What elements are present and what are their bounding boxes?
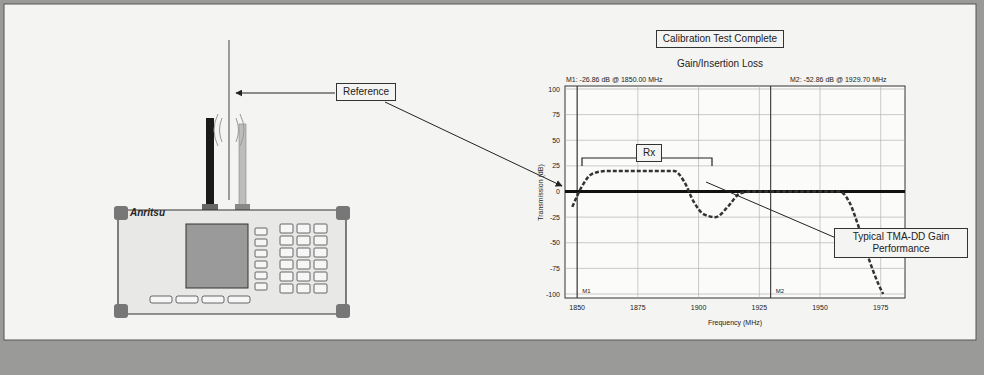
- callout-box: Reference: [336, 83, 396, 101]
- axis-label: -25: [550, 214, 560, 221]
- axis-label: M2: [776, 288, 784, 294]
- brand-logo: Anritsu: [130, 208, 165, 218]
- axis-label: 50: [552, 137, 560, 144]
- axis-label: Transmission (dB): [537, 164, 544, 221]
- leader-line: [236, 93, 335, 94]
- axis-label: 1925: [751, 304, 767, 311]
- axis-label: 1975: [873, 304, 889, 311]
- axis-label: -100: [546, 291, 560, 298]
- axis-label: 1900: [691, 304, 707, 311]
- axis-label: M1: [582, 288, 590, 294]
- axis-label: -75: [550, 265, 560, 272]
- chart-text: Gain/Insertion Loss: [677, 59, 763, 69]
- callout-box: Rx: [636, 144, 662, 162]
- axis-label: 1850: [569, 304, 585, 311]
- axis-label: 1875: [630, 304, 646, 311]
- chart-text: M2: -52.86 dB @ 1929.70 MHz: [790, 76, 887, 83]
- box-text: Calibration Test Complete: [663, 33, 777, 45]
- leader-line: [385, 102, 562, 186]
- box-text: Rx: [643, 147, 655, 159]
- axis-label: 0: [556, 188, 560, 195]
- callout-box: Typical TMA-DD Gain Performance: [834, 228, 968, 258]
- leader-line: [706, 182, 836, 238]
- axis-label: -50: [550, 239, 560, 246]
- box-text: Reference: [343, 86, 389, 98]
- instrument: [114, 206, 350, 318]
- box-text: Typical TMA-DD Gain Performance: [841, 231, 961, 255]
- title-box: Calibration Test Complete: [656, 30, 784, 48]
- chart: [565, 86, 905, 298]
- axis-label: 100: [548, 86, 560, 93]
- antennas: [202, 40, 250, 212]
- axis-label: 1950: [812, 304, 828, 311]
- axis-label: 75: [552, 111, 560, 118]
- chart-text: M1: -26.86 dB @ 1850.00 MHz: [566, 76, 663, 83]
- axis-label: Frequency (MHz): [708, 319, 762, 326]
- axis-label: 25: [552, 162, 560, 169]
- frame: [4, 4, 976, 340]
